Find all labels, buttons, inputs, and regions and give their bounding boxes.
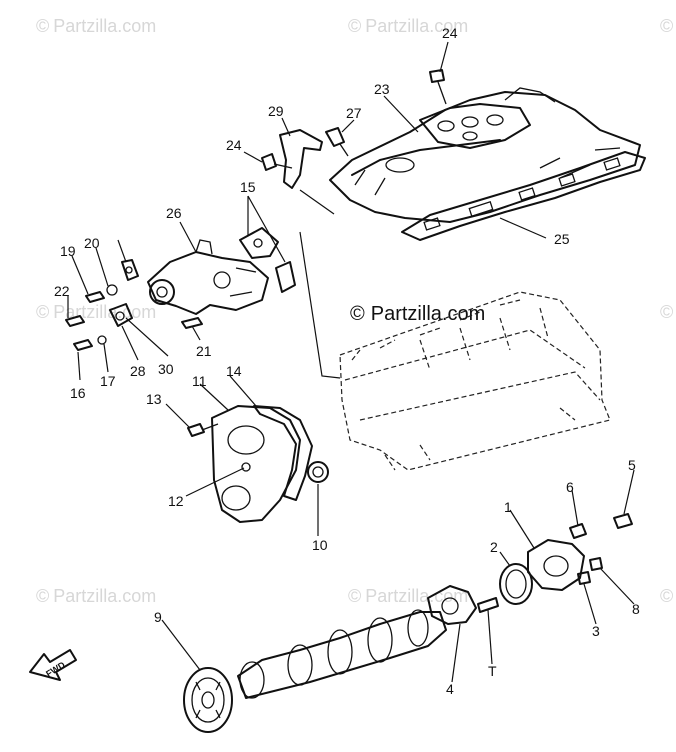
callout-20: 20 bbox=[84, 235, 100, 251]
callout-16: 16 bbox=[70, 385, 86, 401]
callout-11: 11 bbox=[192, 373, 207, 389]
watermark: ©Partzilla.com bbox=[348, 16, 468, 36]
callout-12: 12 bbox=[168, 493, 184, 509]
callout-15: 15 bbox=[240, 179, 256, 195]
leader-lines bbox=[67, 41, 635, 683]
watermark: © bbox=[660, 586, 673, 606]
callout-10: 10 bbox=[312, 537, 328, 553]
camshaft bbox=[237, 609, 447, 699]
manifold-gasket bbox=[401, 151, 646, 241]
cam-sprocket bbox=[183, 667, 233, 733]
callout-24-top: 24 bbox=[442, 25, 458, 41]
callout-7: T bbox=[488, 663, 497, 679]
callout-4: 4 bbox=[446, 681, 454, 697]
intake-manifold bbox=[329, 87, 641, 223]
callout-13: 13 bbox=[146, 391, 162, 407]
watermark: © bbox=[660, 16, 673, 36]
callout-6: 6 bbox=[566, 479, 574, 495]
callout-21: 21 bbox=[196, 343, 212, 359]
callout-9: 9 bbox=[154, 609, 162, 625]
center-watermark: ©Partzilla.com bbox=[350, 303, 485, 325]
callout-1: 1 bbox=[504, 499, 512, 515]
callout-14: 14 bbox=[226, 363, 242, 379]
callout-27: 27 bbox=[346, 105, 362, 121]
manifold-bolts bbox=[261, 69, 447, 189]
small-hardware bbox=[65, 259, 203, 351]
callout-23: 23 bbox=[374, 81, 390, 97]
seal-and-bolts bbox=[187, 423, 329, 483]
watermark: ©Partzilla.com bbox=[36, 302, 156, 322]
callout-30: 30 bbox=[158, 361, 174, 377]
water-pump bbox=[147, 239, 269, 315]
callout-labels: 1 2 3 4 5 6 T 8 9 10 11 12 13 14 15 16 1… bbox=[54, 25, 640, 697]
watermark: ©Partzilla.com bbox=[36, 16, 156, 36]
watermark: © bbox=[660, 302, 673, 322]
forward-arrow-icon: FWD bbox=[29, 649, 77, 681]
callout-2: 2 bbox=[490, 539, 498, 555]
callout-5: 5 bbox=[628, 457, 636, 473]
callout-29: 29 bbox=[268, 103, 284, 119]
timing-cover bbox=[211, 405, 313, 523]
bracket-15 bbox=[239, 227, 296, 293]
callout-19: 19 bbox=[60, 243, 76, 259]
fwd-label: FWD bbox=[44, 659, 67, 679]
watermark: ©Partzilla.com bbox=[348, 586, 468, 606]
watermark: ©Partzilla.com bbox=[36, 586, 156, 606]
callout-8: 8 bbox=[632, 601, 640, 617]
thrust-plate bbox=[427, 585, 499, 625]
callout-24-left: 24 bbox=[226, 137, 242, 153]
callout-28: 28 bbox=[130, 363, 146, 379]
callout-17: 17 bbox=[100, 373, 116, 389]
callout-3: 3 bbox=[592, 623, 600, 639]
callout-25: 25 bbox=[554, 231, 570, 247]
callout-26: 26 bbox=[166, 205, 182, 221]
callout-22: 22 bbox=[54, 283, 70, 299]
engine-block bbox=[339, 291, 611, 471]
rear-housing bbox=[499, 513, 633, 605]
